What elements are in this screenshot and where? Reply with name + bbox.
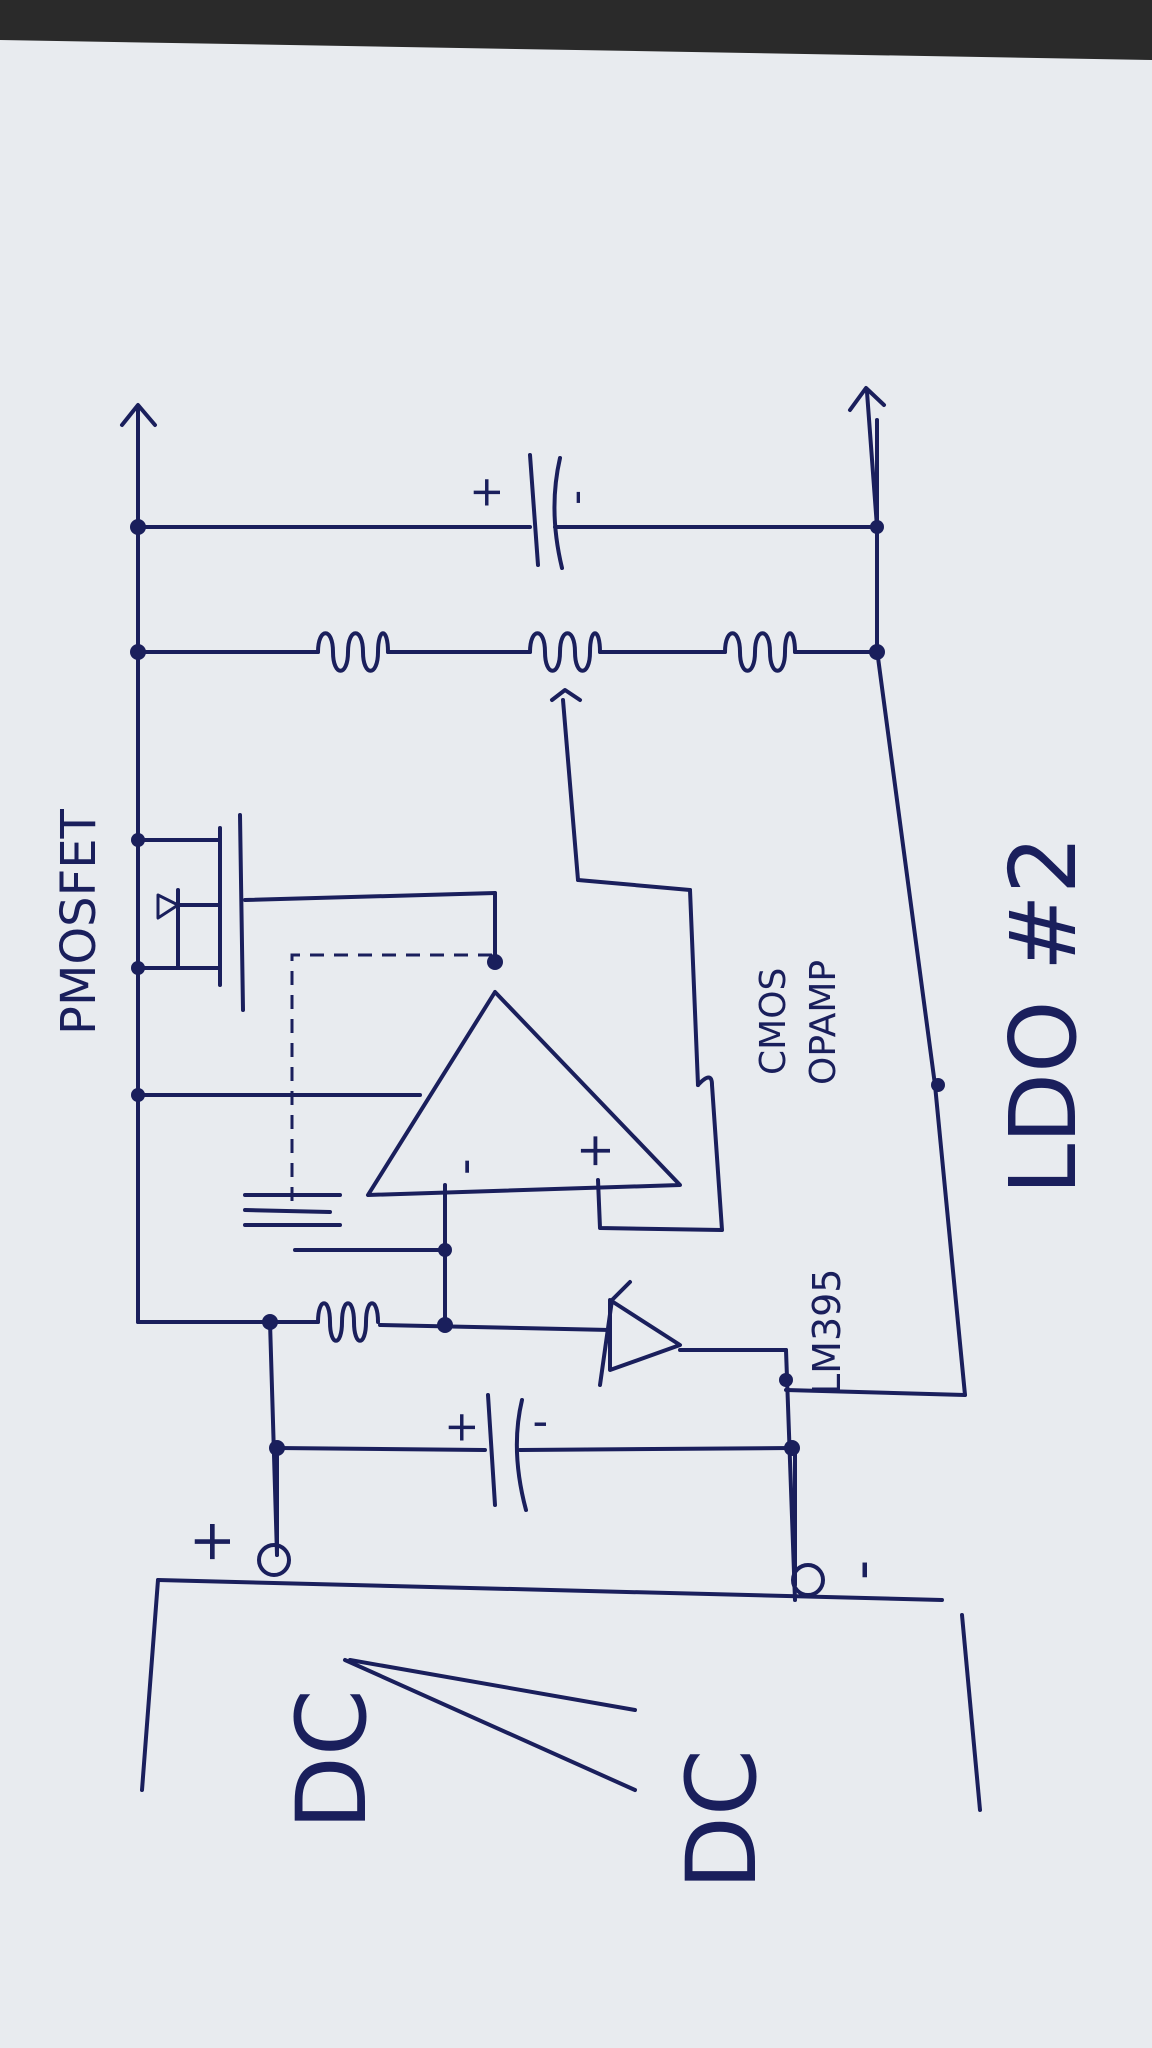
wire-wiper-long xyxy=(688,888,700,1087)
lm395-label: LM395 xyxy=(805,1269,849,1396)
wire-ground-to-ref xyxy=(784,1388,967,1397)
input-capacitor xyxy=(486,1393,528,1512)
wire-wiper-down xyxy=(561,698,580,882)
opamp-label-line2: OPAMP xyxy=(803,960,844,1085)
junction-dot xyxy=(131,833,145,847)
paper-sheet xyxy=(0,40,1152,2048)
junction-dot xyxy=(438,1243,452,1257)
wire-resistor-to-zener xyxy=(378,1323,612,1332)
pmosfet-label: PMOSFET xyxy=(51,808,107,1035)
junction-dot xyxy=(262,1314,278,1330)
zener-diode xyxy=(598,1280,682,1387)
opamp-minus-label: - xyxy=(437,1158,491,1175)
junction-dot xyxy=(130,644,146,660)
mosfet-body-arrow-icon xyxy=(156,893,180,920)
junction-dot xyxy=(437,1317,453,1333)
divider-resistor-bottom xyxy=(723,631,797,673)
cap-out-minus-label: - xyxy=(551,490,600,505)
cap-out-plus-label: + xyxy=(461,475,510,510)
divider-resistor-top xyxy=(316,631,390,673)
compensation-capacitor xyxy=(243,1193,342,1227)
junction-dot xyxy=(931,1078,945,1092)
opamp-plus-label: + xyxy=(567,1131,621,1170)
output-capacitor xyxy=(528,453,564,570)
wire-cap-in-right xyxy=(518,1446,794,1452)
title-label: LDO #2 xyxy=(990,836,1097,1195)
junction-dot xyxy=(487,954,503,970)
cmos-opamp xyxy=(366,990,682,1197)
dc-output-label: DC xyxy=(666,1749,778,1890)
dc-dc-converter-box xyxy=(140,1578,982,1812)
junction-dots xyxy=(130,519,945,1456)
arrow-ground-out-icon xyxy=(848,386,886,412)
plus-terminal-label: + xyxy=(179,1518,244,1565)
cap-in-minus-label: ' xyxy=(526,1418,575,1430)
wire-ground-rail-low xyxy=(933,1083,967,1397)
wiper-arrow-icon xyxy=(550,688,582,702)
cap-in-plus-label: + xyxy=(436,1410,485,1445)
dc-input-label: DC xyxy=(276,1689,388,1830)
junction-dot xyxy=(130,519,146,535)
wire-ground-rail xyxy=(875,648,937,1087)
wire-compensation-dashed xyxy=(290,953,492,1210)
plus-terminal-icon xyxy=(257,1543,291,1577)
junction-dot xyxy=(784,1440,800,1456)
junction-dot xyxy=(779,1373,793,1387)
pmosfet-symbol xyxy=(156,813,245,1012)
junction-dot xyxy=(869,644,885,660)
output-arrows xyxy=(120,386,886,529)
wire-wiper-right xyxy=(576,878,692,892)
junction-dot xyxy=(131,961,145,975)
wires xyxy=(136,418,967,1602)
wire-cap-in-left xyxy=(275,1446,487,1452)
arrow-positive-out-icon xyxy=(120,403,157,427)
junction-dot xyxy=(269,1440,285,1456)
minus-terminal-label: - xyxy=(829,1560,894,1580)
opamp-label-line1: CMOS xyxy=(753,968,794,1075)
wire-gate xyxy=(243,891,497,902)
potentiometer xyxy=(528,631,602,702)
junction-dot xyxy=(870,520,884,534)
wire-to-opamp-plus xyxy=(596,1075,724,1232)
series-resistor xyxy=(316,1301,380,1343)
junction-dot xyxy=(131,1088,145,1102)
